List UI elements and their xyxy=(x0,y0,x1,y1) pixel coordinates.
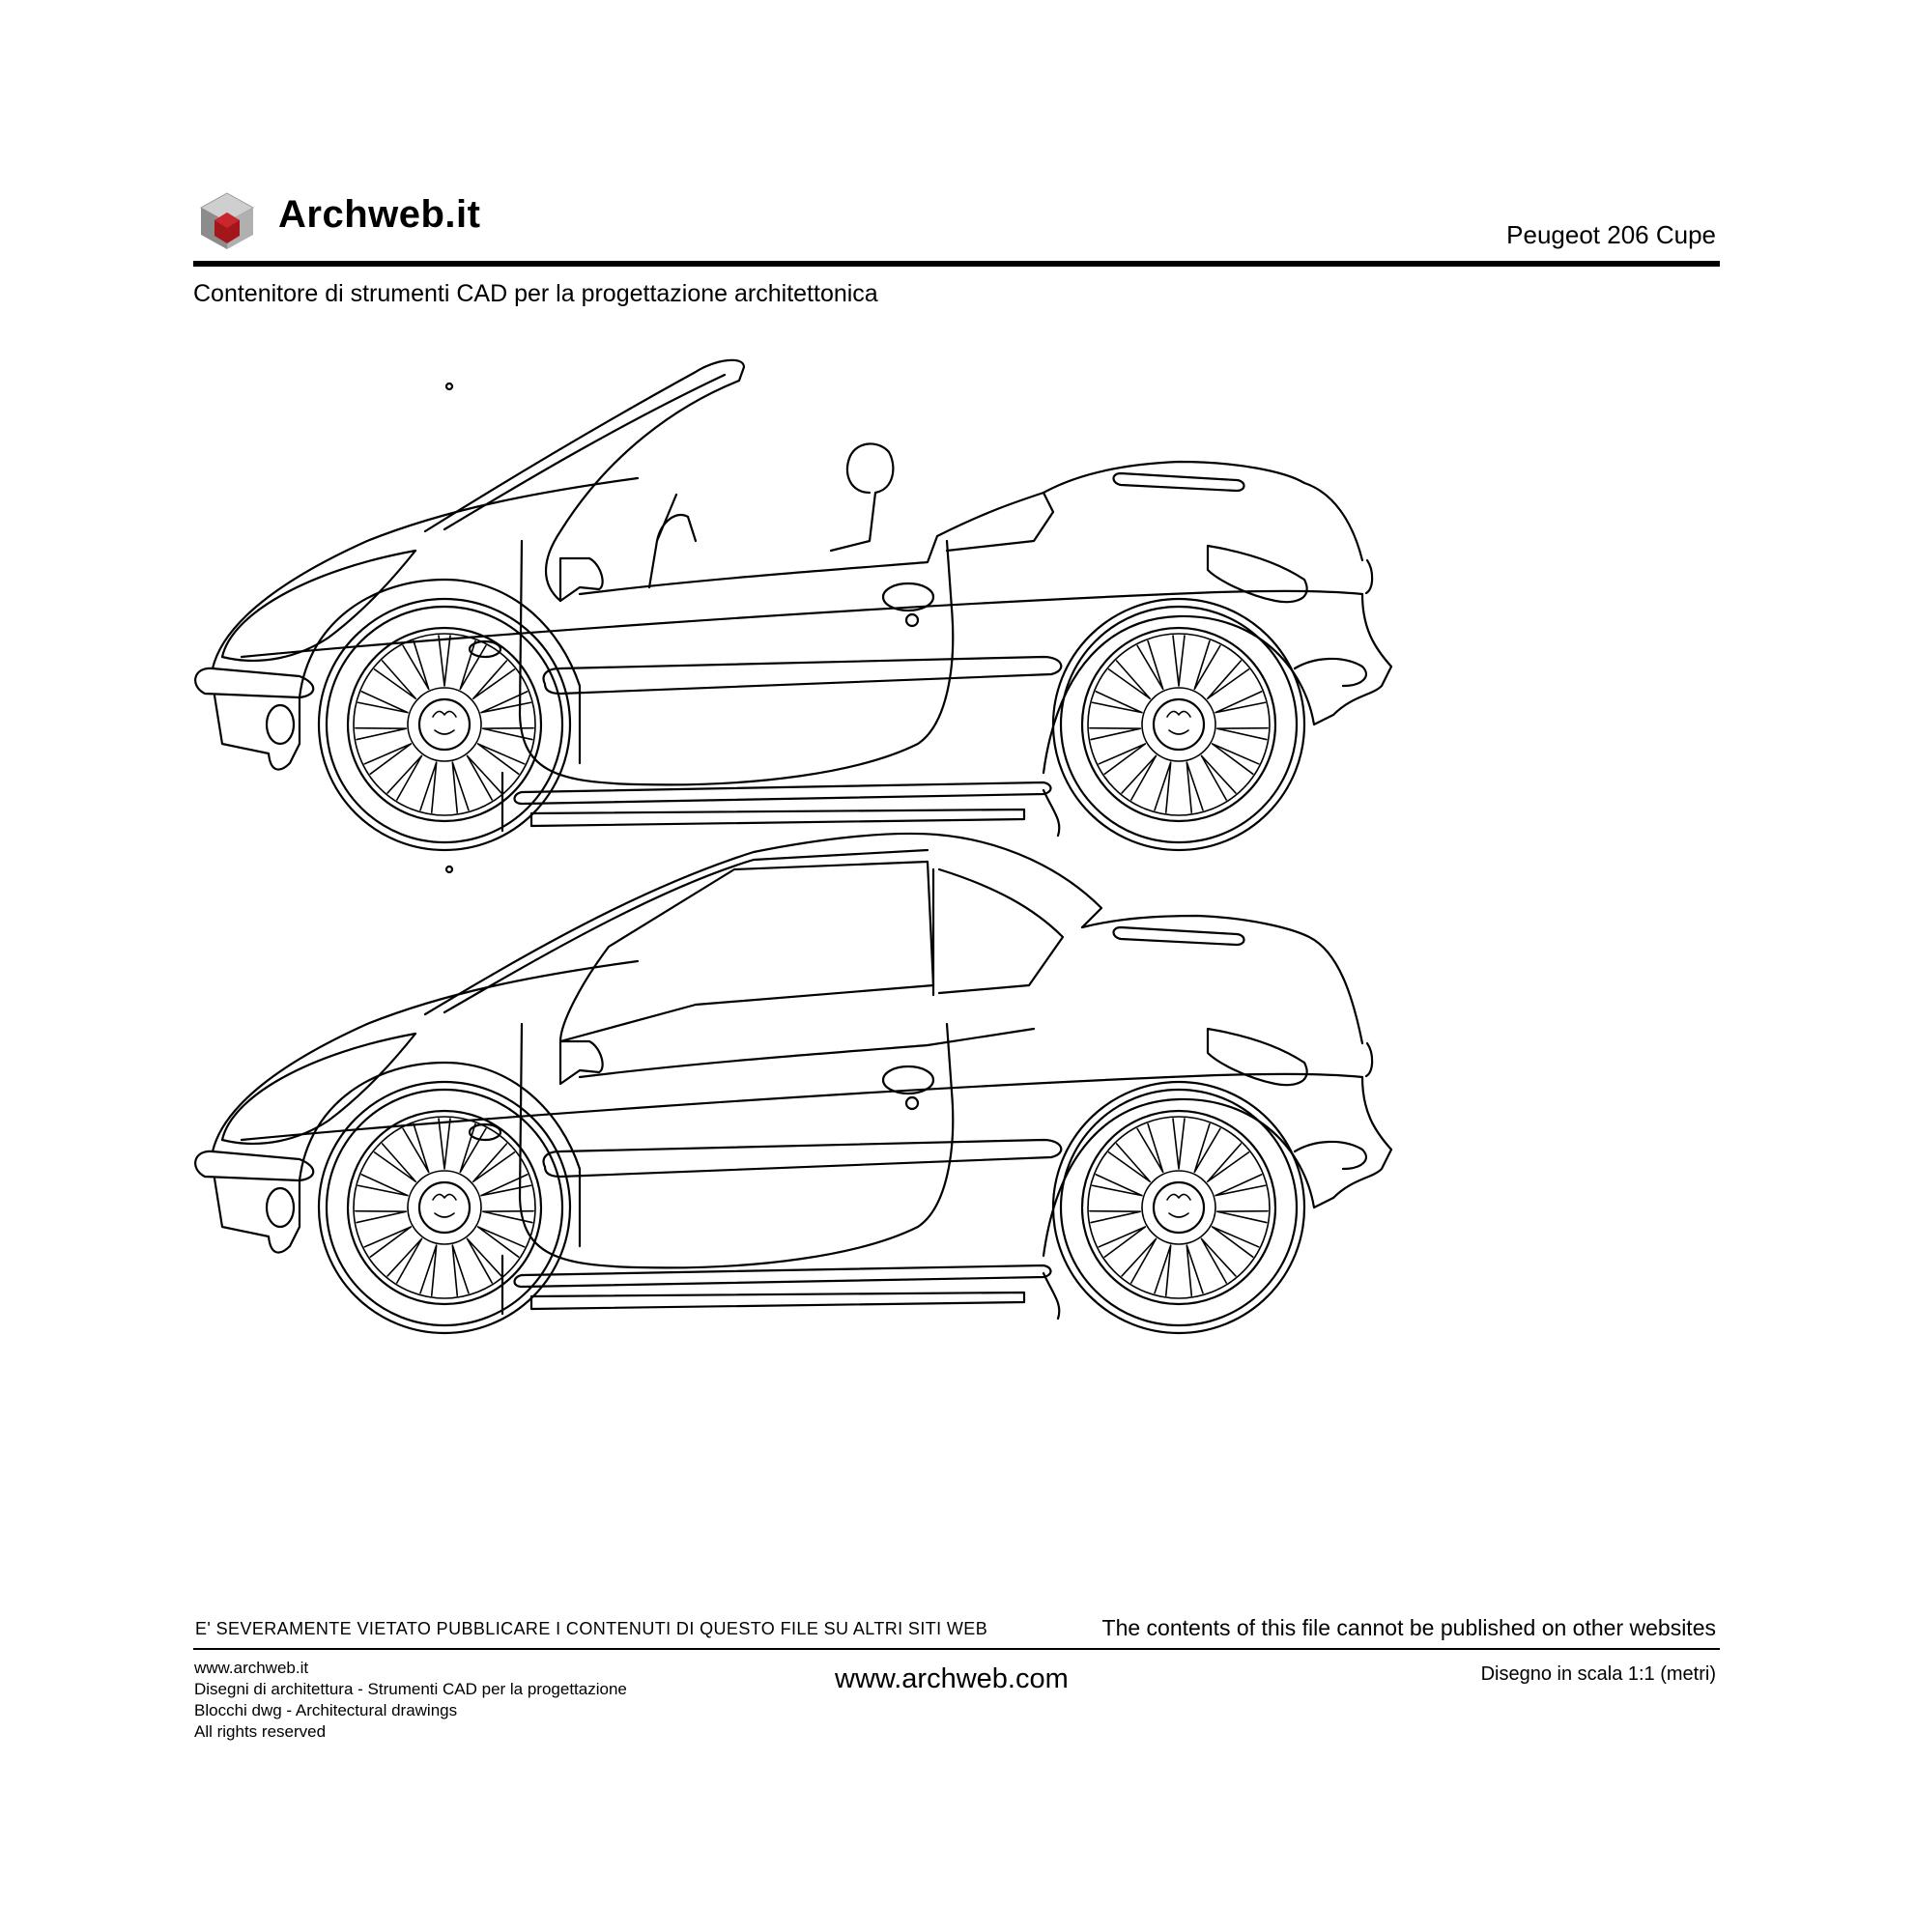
archweb-logo-icon xyxy=(199,192,255,249)
footer-info-line: Blocchi dwg - Architectural drawings xyxy=(194,1701,458,1719)
footer-info-line: www.archweb.it xyxy=(194,1659,309,1677)
copyright-warning-english: The contents of this file cannot be publ… xyxy=(1101,1615,1716,1640)
drawing-title: Peugeot 206 Cupe xyxy=(1506,220,1716,249)
drawing-scale: Disegno in scala 1:1 (metri) xyxy=(1480,1663,1716,1685)
footer-info-block: www.archweb.it Disegni di architettura -… xyxy=(194,1658,627,1743)
brand-name: Archweb.it xyxy=(278,193,481,236)
car-elevation-coupe xyxy=(194,832,1393,1335)
car-elevations-drawing xyxy=(194,358,1393,1335)
footer-info-line: All rights reserved xyxy=(194,1722,327,1741)
copyright-warning-italian: E' SEVERAMENTE VIETATO PUBBLICARE I CONT… xyxy=(195,1619,988,1638)
subtitle: Contenitore di strumenti CAD per la prog… xyxy=(193,280,878,307)
header-divider xyxy=(193,261,1720,267)
footer-divider xyxy=(193,1648,1720,1650)
footer-website: www.archweb.com xyxy=(835,1663,1069,1694)
car-elevation-convertible xyxy=(194,358,1393,852)
footer-info-line: Disegni di architettura - Strumenti CAD … xyxy=(194,1680,627,1698)
